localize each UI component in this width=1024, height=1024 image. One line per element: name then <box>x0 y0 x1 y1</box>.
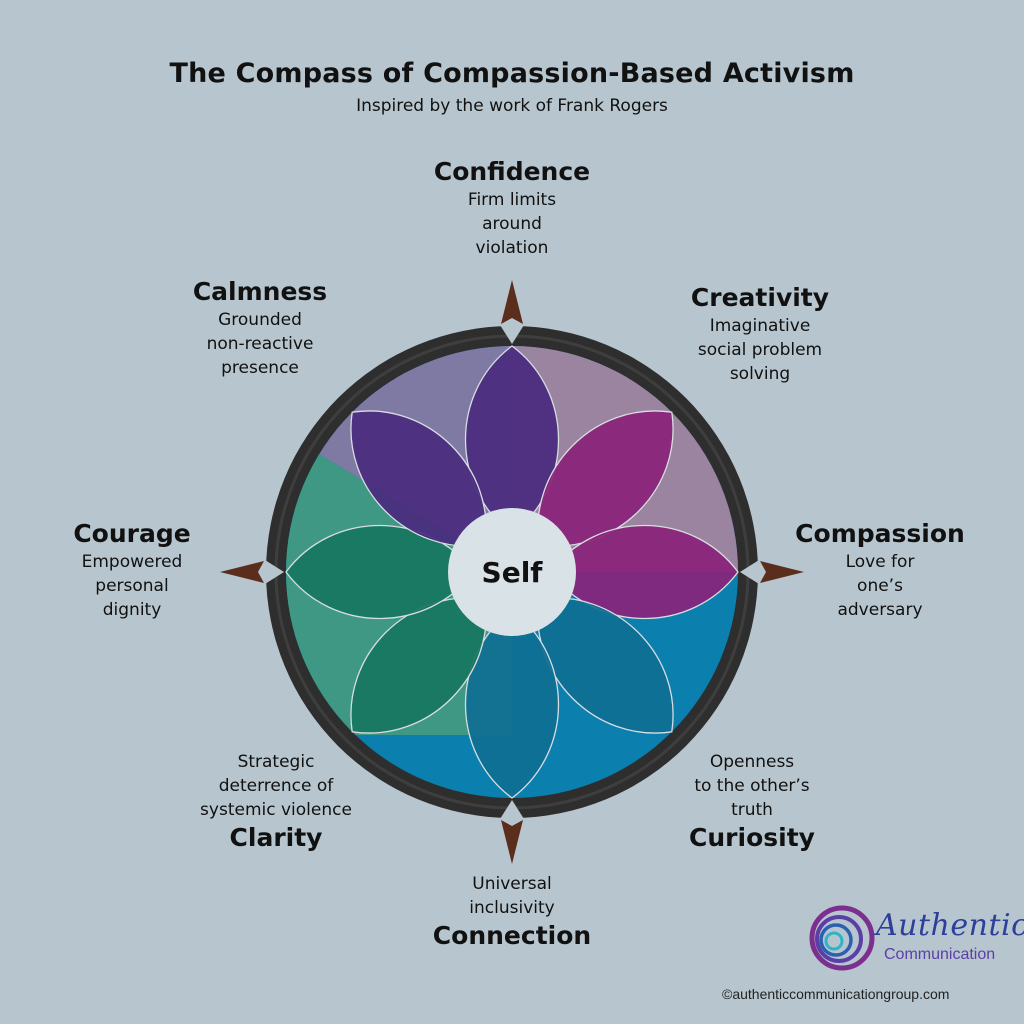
ring-notch-north <box>500 325 524 344</box>
authentic-communication-logo <box>809 905 875 971</box>
direction-curiosity: Curiosity Openness to the other’s truth <box>652 750 852 854</box>
direction-desc: Strategic deterrence of systemic violenc… <box>200 752 352 820</box>
compass-point-west <box>220 561 264 583</box>
direction-calmness: Calmness Grounded non-reactive presence <box>160 276 360 380</box>
direction-creativity: Creativity Imaginative social problem so… <box>660 282 860 386</box>
direction-desc: Universal inclusivity <box>469 874 555 918</box>
ring-notch-east <box>740 560 759 584</box>
center-label: Self <box>482 556 544 589</box>
direction-name: Clarity <box>229 823 323 852</box>
ring-notch-south <box>500 800 524 819</box>
direction-connection: Connection Universal inclusivity <box>412 872 612 952</box>
direction-desc: Grounded non-reactive presence <box>206 310 314 378</box>
direction-name: Courage <box>73 519 191 548</box>
direction-courage: Courage Empowered personal dignity <box>32 518 232 622</box>
logo-word-authentic: Authentic <box>876 908 1024 943</box>
copyright-text: ©authenticcommunicationgroup.com <box>722 986 950 1002</box>
diagram-title: The Compass of Compassion-Based Activism <box>169 58 855 89</box>
direction-name: Curiosity <box>689 823 815 852</box>
direction-desc: Empowered personal dignity <box>81 552 183 620</box>
spiral-icon <box>809 905 875 971</box>
direction-desc: Firm limits around violation <box>467 190 557 258</box>
compass-point-north <box>501 280 523 324</box>
direction-desc: Imaginative social problem solving <box>697 316 823 384</box>
direction-desc: Openness to the other’s truth <box>694 752 810 820</box>
compass-point-east <box>760 561 804 583</box>
direction-name: Compassion <box>795 519 965 548</box>
direction-compassion: Compassion Love for one’s adversary <box>780 518 980 622</box>
ring-notch-west <box>265 560 284 584</box>
petals <box>285 345 739 799</box>
direction-name: Calmness <box>192 277 328 306</box>
direction-clarity: Clarity Strategic deterrence of systemic… <box>166 750 386 854</box>
compass-points <box>220 280 804 864</box>
direction-desc: Love for one’s adversary <box>837 552 923 620</box>
direction-name: Confidence <box>433 157 591 186</box>
center-circle <box>448 508 576 636</box>
direction-confidence: Confidence Firm limits around violation <box>412 156 612 260</box>
petal-calmness <box>350 410 487 547</box>
diagram-subtitle: Inspired by the work of Frank Rogers <box>356 96 668 116</box>
direction-name: Creativity <box>690 283 830 312</box>
compass-point-south <box>501 820 523 864</box>
logo-word-communication: Communication <box>884 946 996 963</box>
direction-name: Connection <box>432 921 592 950</box>
